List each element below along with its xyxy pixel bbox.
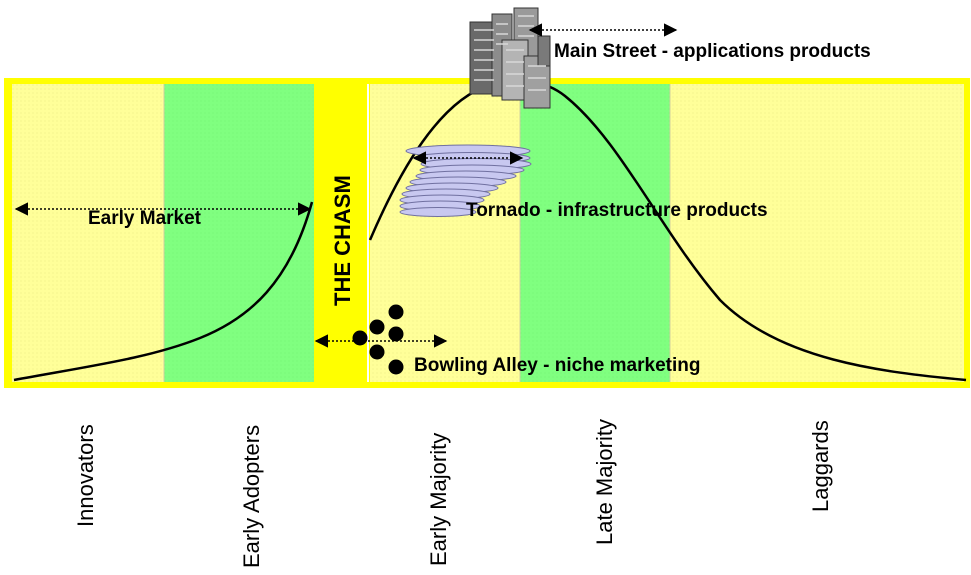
innovators-band <box>12 84 164 382</box>
segment-late-majority-label: Late Majority <box>592 419 617 545</box>
segment-early-adopters-label: Early Adopters <box>239 425 264 568</box>
adoption-curve-right <box>368 79 967 382</box>
segment-laggards-label: Laggards <box>808 420 833 512</box>
early-adopters-band <box>164 84 314 382</box>
late-majority-band <box>520 84 670 382</box>
laggards-band <box>670 84 964 382</box>
chasm-label: THE CHASM <box>330 175 355 306</box>
early-market-label: Early Market <box>88 208 202 229</box>
segment-early-majority-label: Early Majority <box>426 433 451 566</box>
bowling-alley-label: Bowling Alley - niche marketing <box>414 355 700 376</box>
buildings-icon <box>469 7 551 109</box>
main-street-label: Main Street - applications products <box>554 41 871 62</box>
adoption-curve-left <box>13 201 314 382</box>
segment-innovators-label: Innovators <box>73 424 98 527</box>
tornado-label: Tornado - infrastructure products <box>466 200 768 221</box>
